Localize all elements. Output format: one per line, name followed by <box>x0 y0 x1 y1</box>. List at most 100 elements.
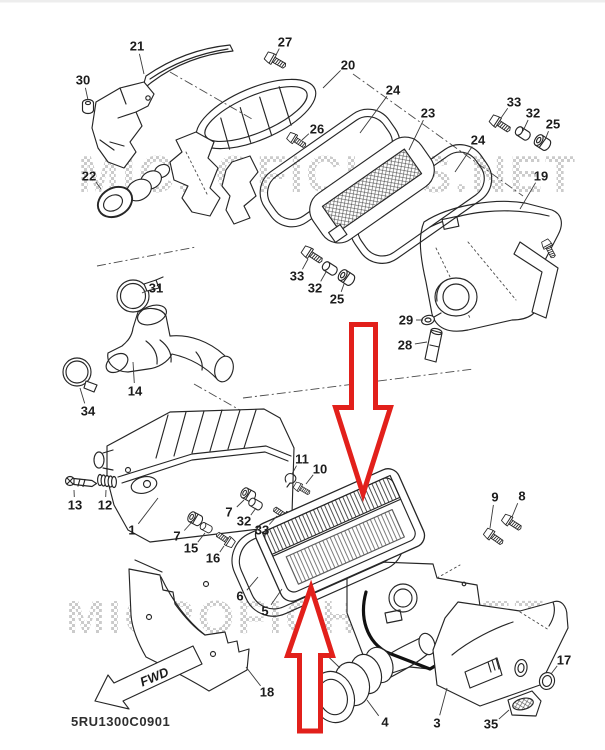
leader-line <box>95 181 102 190</box>
leader-line <box>414 341 428 345</box>
callout-layer: 2130222720262423243332251931143433322529… <box>68 35 571 732</box>
leader-line <box>408 119 424 151</box>
part-30-nut <box>81 98 95 115</box>
leader-line <box>305 474 314 485</box>
part-number-label: 6 <box>236 589 243 604</box>
part-number-label: 12 <box>98 498 112 513</box>
leader-line <box>291 465 297 475</box>
leader-line <box>183 521 193 531</box>
part-27-bolt <box>263 50 289 72</box>
fwd-marker: FWD <box>94 645 203 710</box>
leader-line <box>359 96 388 134</box>
part-number-label: 21 <box>130 39 144 54</box>
part-number-label: 35 <box>484 717 498 732</box>
part-number-label: 7 <box>225 505 232 520</box>
part-5-filter-element <box>254 468 426 602</box>
part-number-label: 23 <box>421 106 435 121</box>
part-20-case-cover <box>169 78 317 225</box>
part-number-label: 18 <box>260 685 274 700</box>
leader-line <box>275 48 280 56</box>
part-31-hose-clamp <box>116 276 164 313</box>
leader-line <box>137 497 159 525</box>
part-11-clip <box>284 472 297 488</box>
part-number-label: 20 <box>341 58 355 73</box>
part-number-label: 33 <box>255 523 269 538</box>
part-number-label: 10 <box>313 462 327 477</box>
part-number-label: 24 <box>471 133 486 148</box>
part-18-shield-plate <box>128 559 250 692</box>
part-number-label: 28 <box>398 338 412 353</box>
leader-line <box>301 133 310 141</box>
part-29-clip <box>421 312 442 326</box>
part-35-grille <box>507 690 542 717</box>
part-32-collar-top <box>513 124 533 143</box>
part-17-knob <box>538 671 556 691</box>
page-edge <box>0 0 605 3</box>
part-28-breather-tube <box>424 327 443 363</box>
part-32-collar-mid <box>320 259 340 278</box>
leader-line <box>511 503 519 518</box>
leader-line <box>270 588 283 605</box>
part-number-label: 5 <box>261 604 268 619</box>
leader-line <box>544 131 549 141</box>
part-25-damper-mid <box>335 267 358 288</box>
part-number-label: 33 <box>507 95 521 110</box>
part-number-label: 15 <box>184 541 198 556</box>
red-arrow-down <box>332 322 394 503</box>
part-21-cover-bracket <box>91 44 234 169</box>
leader-line <box>522 119 529 132</box>
leader-line <box>141 290 147 294</box>
part-19-air-cleaner-case <box>419 200 562 332</box>
part-number-label: 32 <box>308 281 322 296</box>
part-number-label: 34 <box>81 404 96 419</box>
part-number-label: 14 <box>128 384 143 399</box>
artwork <box>62 44 569 724</box>
leader-line <box>250 507 257 516</box>
part-14-duct-hose <box>105 304 234 383</box>
leader-line <box>246 576 259 591</box>
part-13-screw <box>64 475 98 488</box>
part-number-label: 11 <box>295 452 309 467</box>
leader-line <box>550 665 558 675</box>
part-number-label: 9 <box>491 490 498 505</box>
leader-line <box>245 666 261 687</box>
part-number-label: 24 <box>386 83 401 98</box>
part-number-label: 29 <box>399 313 413 328</box>
part-23-filter-element <box>309 136 435 244</box>
leader-line <box>268 515 278 525</box>
leader-line <box>500 107 509 119</box>
leader-line <box>498 709 510 720</box>
part-number-label: 26 <box>310 122 324 137</box>
part-9-screw <box>482 526 506 548</box>
leader-line <box>132 361 135 384</box>
leader-line <box>340 283 345 292</box>
leader-line <box>219 545 225 553</box>
part-number-label: 30 <box>76 73 90 88</box>
part-number-label: 19 <box>534 169 548 184</box>
drawing-number: 5RU1300C0901 <box>71 714 170 729</box>
part-number-label: 13 <box>68 498 82 513</box>
leader-line <box>519 182 536 210</box>
part-number-label: 25 <box>330 292 344 307</box>
part-number-label: 33 <box>290 269 304 284</box>
part-number-label: 32 <box>526 106 540 121</box>
leader-line <box>366 699 380 717</box>
leader-line <box>439 687 448 716</box>
leader-line <box>454 146 473 173</box>
part-number-label: 31 <box>149 281 163 296</box>
part-number-label: 32 <box>237 514 251 529</box>
part-number-label: 25 <box>546 117 560 132</box>
part-33-bolt-mid <box>299 244 326 267</box>
part-22-duct-joint <box>96 163 171 219</box>
leader-line <box>236 499 245 508</box>
part-number-label: 16 <box>206 551 220 566</box>
part-33-bolt-top <box>487 113 514 136</box>
red-arrow-up <box>283 579 336 734</box>
part-number-label: 4 <box>381 715 389 730</box>
part-1-air-cleaner-case <box>93 408 295 543</box>
leader-line <box>302 258 309 270</box>
part-number-label: 8 <box>518 489 525 504</box>
part-10-bolt <box>292 480 313 498</box>
leader-line <box>489 504 494 529</box>
